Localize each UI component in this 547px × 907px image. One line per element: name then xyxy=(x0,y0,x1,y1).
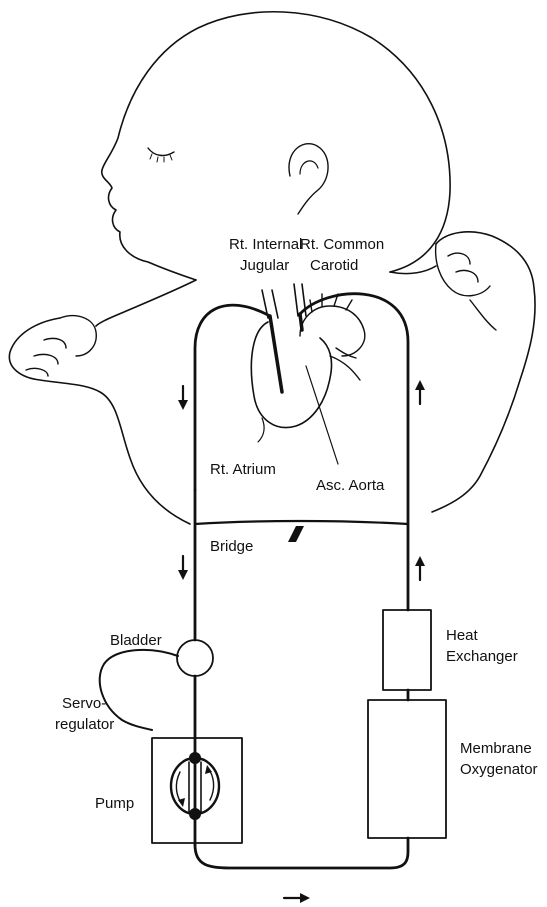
pump-roller-top xyxy=(189,752,201,764)
label-membrane-oxygenator-line1: Membrane xyxy=(460,740,532,757)
arterial-cannula xyxy=(300,314,302,330)
label-common-carotid-line1: Rt. Common xyxy=(300,236,384,253)
label-heat-exchanger-line1: Heat xyxy=(446,627,479,644)
leader-ascending-aorta xyxy=(306,366,338,464)
leader-right-atrium xyxy=(258,418,264,442)
aortic-arch xyxy=(300,306,365,356)
venous-cannula xyxy=(270,316,282,392)
flow-arrow-down xyxy=(178,556,188,580)
label-heat-exchanger-line2: Exchanger xyxy=(446,648,518,665)
heat-exchanger-box xyxy=(383,610,431,690)
heart-outline xyxy=(251,322,331,428)
label-pump: Pump xyxy=(95,795,134,812)
label-servoregulator-line2: regulator xyxy=(55,716,114,733)
infant-left-arm xyxy=(9,318,190,524)
circuit-tubing xyxy=(100,294,408,868)
label-internal-jugular-line1: Rt. Internal xyxy=(229,236,302,253)
pump-roller-bottom xyxy=(189,808,201,820)
label-membrane-oxygenator-line2: Oxygenator xyxy=(460,761,538,778)
label-servoregulator-line1: Servo- xyxy=(62,695,106,712)
label-right-atrium: Rt. Atrium xyxy=(210,461,276,478)
flow-arrow-down xyxy=(178,386,188,410)
bridge-line xyxy=(195,521,408,524)
infant-torso-left xyxy=(96,280,196,326)
flow-arrow-up xyxy=(415,556,425,580)
label-ascending-aorta: Asc. Aorta xyxy=(316,477,385,494)
infant-right-arm xyxy=(432,232,535,512)
infant-ear-inner xyxy=(300,161,318,174)
label-common-carotid-line2: Carotid xyxy=(310,257,358,274)
label-internal-jugular-line2: Jugular xyxy=(240,257,289,274)
label-bridge: Bridge xyxy=(210,538,253,555)
flow-arrow-up xyxy=(415,380,425,404)
infant-ear xyxy=(289,144,328,214)
label-bladder: Bladder xyxy=(110,632,162,649)
infant-right-fist xyxy=(436,244,496,330)
flow-arrows xyxy=(178,380,425,903)
bridge-clamp xyxy=(288,526,304,542)
arterial-line-from-neck xyxy=(300,294,408,610)
flow-arrow-right xyxy=(284,893,310,903)
membrane-oxygenator-box xyxy=(368,700,446,838)
bladder-shape xyxy=(177,640,213,676)
